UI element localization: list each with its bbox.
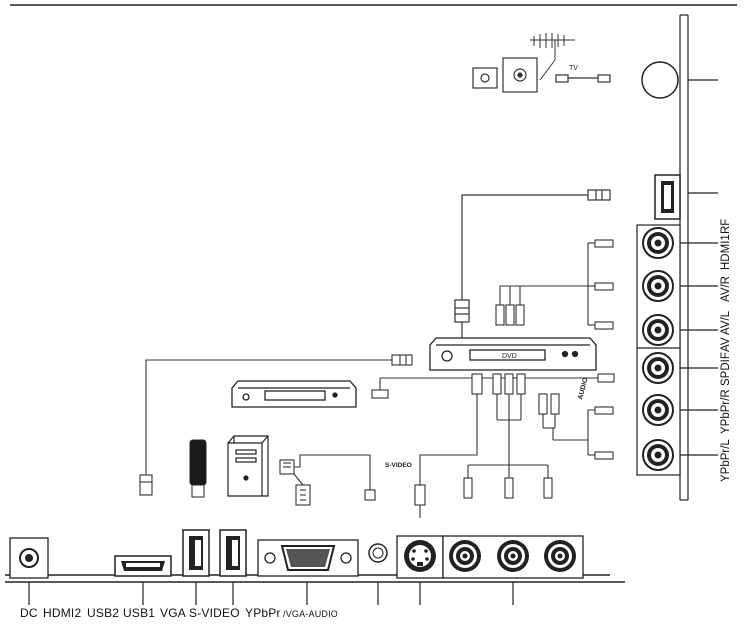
side-rca-jacks (642, 227, 674, 471)
usb-flash-drive-icon (189, 439, 207, 498)
rf-connector-icon (641, 61, 679, 99)
usb1-port-icon (219, 529, 247, 577)
dvd-player-icon (429, 337, 597, 371)
set-top-box-icon (231, 380, 357, 408)
hdmi-cable-dvd (454, 189, 611, 338)
label-av-l: AV/L (720, 310, 732, 335)
label-av: AV (720, 337, 732, 353)
audio-lr-cable (538, 393, 614, 460)
svideo-port-icon (396, 535, 444, 579)
label-usb1: USB1 (123, 606, 156, 620)
label-spdif: SPDIF (720, 352, 732, 386)
tv-antenna-label: TV (569, 65, 578, 72)
dvd-label: DVD (502, 353, 517, 360)
spdif-cable (371, 373, 615, 399)
label-dc: DC (20, 606, 38, 620)
wall-socket-icon (472, 57, 538, 93)
bottom-leader-lines (28, 582, 514, 605)
usb2-port-icon (182, 529, 210, 577)
audio-tag: AUDIO (577, 376, 590, 400)
svideo-cable-label: S-VIDEO (385, 462, 412, 469)
label-vga: VGA (160, 606, 186, 620)
label-ypbpr-l: YPbPr/L (720, 439, 732, 482)
label-vga-audio: /VGA-AUDIO (283, 609, 339, 619)
hdmi1-port-icon (654, 174, 681, 220)
vga-cable (279, 454, 376, 506)
pc-tower-icon (227, 435, 269, 497)
label-svideo: S-VIDEO (189, 606, 240, 620)
label-rf: RF (720, 218, 732, 234)
antenna-icon (530, 33, 575, 81)
right-side-panel (636, 14, 718, 501)
label-hdmi2: HDMI2 (43, 606, 82, 620)
vga-port-icon (257, 539, 359, 577)
hdmi2-cable (139, 354, 413, 496)
svideo-cable (414, 373, 483, 518)
av-rca-cable (495, 239, 614, 330)
rf-cable (555, 74, 611, 83)
label-av-r: AV/R (720, 276, 732, 302)
label-ypbpr-r: YPbPr/R (720, 389, 732, 434)
label-hdmi1: HDMI1 (720, 234, 732, 270)
label-usb2: USB2 (87, 606, 120, 620)
component-cables (463, 373, 553, 499)
ypbpr-ports-icon (442, 535, 584, 579)
hdmi2-port-icon (114, 555, 172, 577)
dc-jack-icon (9, 537, 49, 579)
vga-audio-jack-icon (368, 543, 388, 563)
label-ypbpr: YPbPr (245, 606, 281, 620)
